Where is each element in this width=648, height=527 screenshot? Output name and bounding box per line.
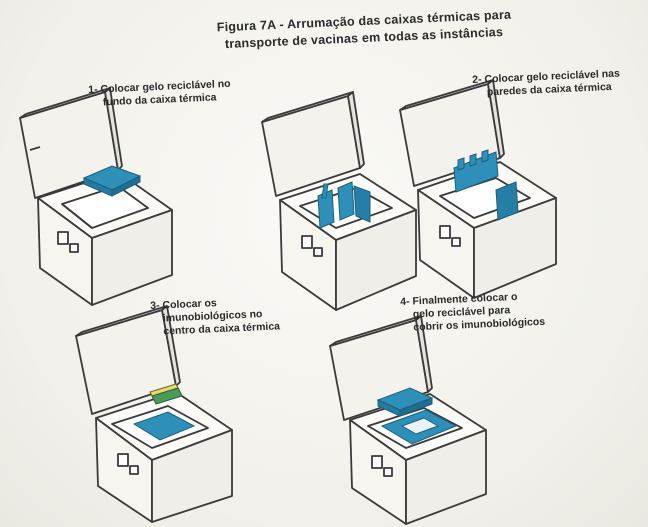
vaccines-center-box-4 [132, 383, 196, 441]
ice-pack-walls-box-3 [453, 149, 519, 221]
ice-pack-walls-box-2 [317, 181, 371, 229]
step-4-caption: 4- Finalmente colocar o gelo reciclável … [400, 290, 545, 335]
cooler-box-1 [19, 87, 173, 306]
step-3-caption: 3- Colocar os imunobiológicos no centro … [150, 294, 280, 339]
ice-pack-bottom [82, 165, 142, 197]
ice-pack-cover-box-5 [376, 387, 458, 445]
cooler-box-3 [399, 79, 557, 299]
